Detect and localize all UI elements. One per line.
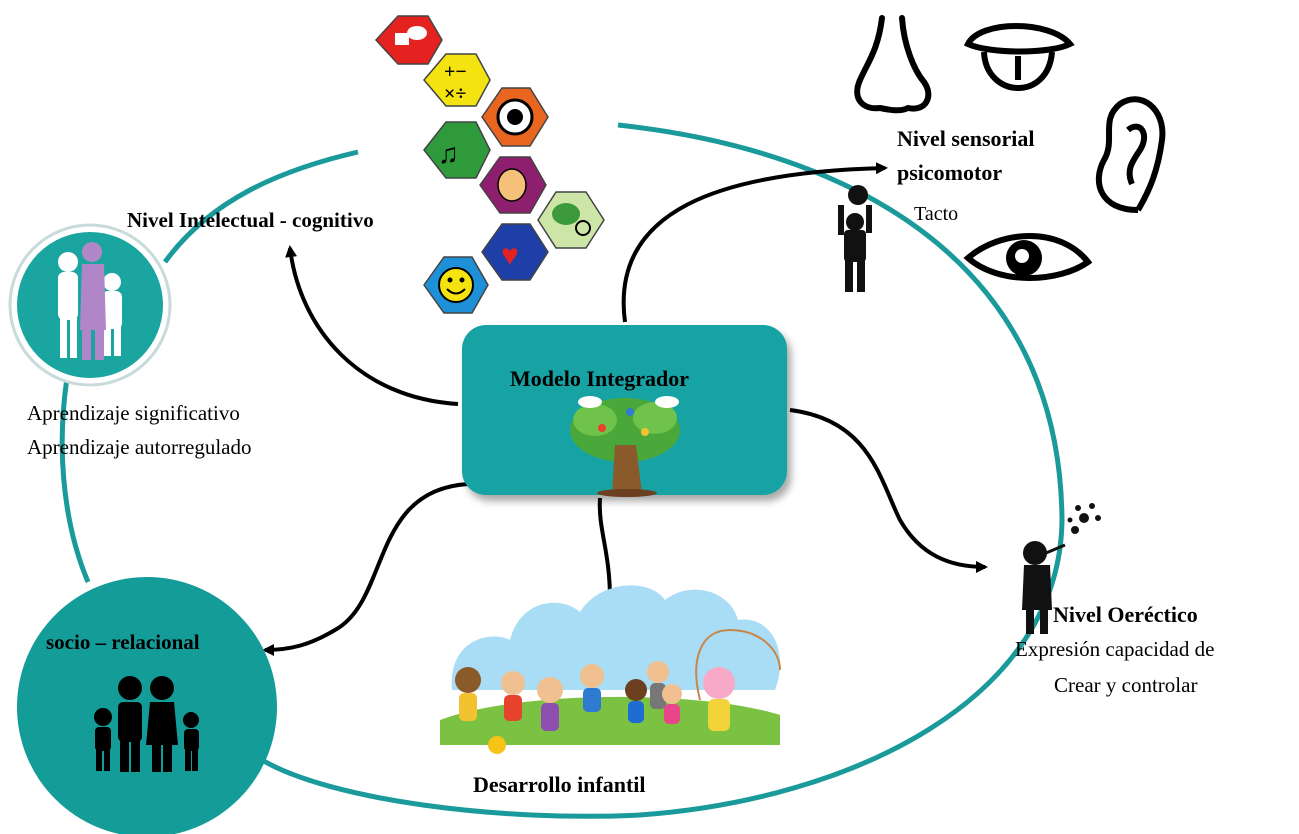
aprendizaje-line2: Aprendizaje autorregulado bbox=[27, 435, 252, 459]
child-ball-icon bbox=[838, 185, 872, 292]
arrows bbox=[262, 162, 988, 656]
arrow-to-socio bbox=[262, 482, 469, 656]
svg-text:♥: ♥ bbox=[501, 239, 519, 272]
desarrollo-label: Desarrollo infantil bbox=[473, 772, 646, 797]
orectico-line1: Expresión capacidad de bbox=[1015, 637, 1215, 661]
family-hug-circle bbox=[8, 223, 172, 387]
sensorial-label-line1: Nivel sensorial bbox=[897, 126, 1035, 151]
socio-label: socio – relacional bbox=[46, 630, 200, 654]
family-circle bbox=[17, 577, 277, 834]
ear-icon bbox=[1095, 96, 1166, 213]
svg-text:+−: +− bbox=[444, 61, 467, 83]
orectico-line2: Crear y controlar bbox=[1054, 673, 1198, 697]
arrow-to-sensorial bbox=[621, 162, 888, 323]
children-illustration bbox=[440, 585, 781, 754]
aprendizaje-line1: Aprendizaje significativo bbox=[27, 401, 240, 425]
hexagon-icons: +− ×÷ ♫ ♥ bbox=[374, 15, 605, 314]
hex-music-icon bbox=[423, 121, 491, 179]
sensorial-label-line2: psicomotor bbox=[897, 160, 1003, 185]
tree-icon bbox=[570, 396, 680, 497]
arrow-to-intelectual bbox=[285, 245, 459, 406]
svg-text:♫: ♫ bbox=[438, 139, 459, 170]
eye-icon bbox=[963, 233, 1093, 281]
orectico-label: Nivel Oeréctico bbox=[1053, 602, 1198, 627]
nose-icon bbox=[854, 15, 932, 114]
intelectual-label: Nivel Intelectual - cognitivo bbox=[127, 208, 374, 232]
hex-heart-icon bbox=[481, 223, 549, 281]
center-title: Modelo Integrador bbox=[510, 366, 690, 391]
child-bubbles-icon bbox=[1022, 503, 1101, 634]
sensorial-subtitle: Tacto bbox=[914, 203, 959, 225]
arrow-to-desarrollo bbox=[597, 497, 616, 603]
cycle-ring bbox=[59, 122, 1065, 819]
tongue-icon bbox=[963, 23, 1075, 91]
hex-math-icon bbox=[423, 53, 491, 107]
arrow-to-orectico bbox=[789, 408, 988, 573]
svg-text:×÷: ×÷ bbox=[444, 83, 466, 105]
